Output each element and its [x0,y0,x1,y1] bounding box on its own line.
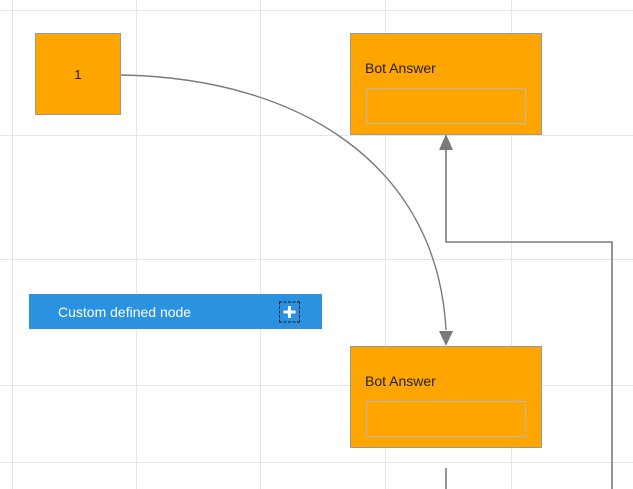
curved-connector[interactable] [120,74,453,346]
custom-defined-node-label: Custom defined node [58,303,192,320]
arrowhead-down-icon [439,331,453,346]
plus-icon[interactable] [279,301,300,322]
node-square-1[interactable]: 1 [35,33,121,115]
node-answer-field[interactable] [366,401,526,437]
node-title: Bot Answer [365,373,436,389]
orthogonal-connector[interactable] [439,134,613,489]
node-square-label: 1 [74,66,82,82]
node-bot-answer-top[interactable]: Bot Answer [350,33,542,135]
arrowhead-up-icon [439,134,453,150]
node-title: Bot Answer [365,60,436,76]
node-bot-answer-bottom[interactable]: Bot Answer [350,346,542,448]
custom-defined-node-button[interactable]: Custom defined node [29,294,322,329]
node-answer-field[interactable] [366,88,526,124]
